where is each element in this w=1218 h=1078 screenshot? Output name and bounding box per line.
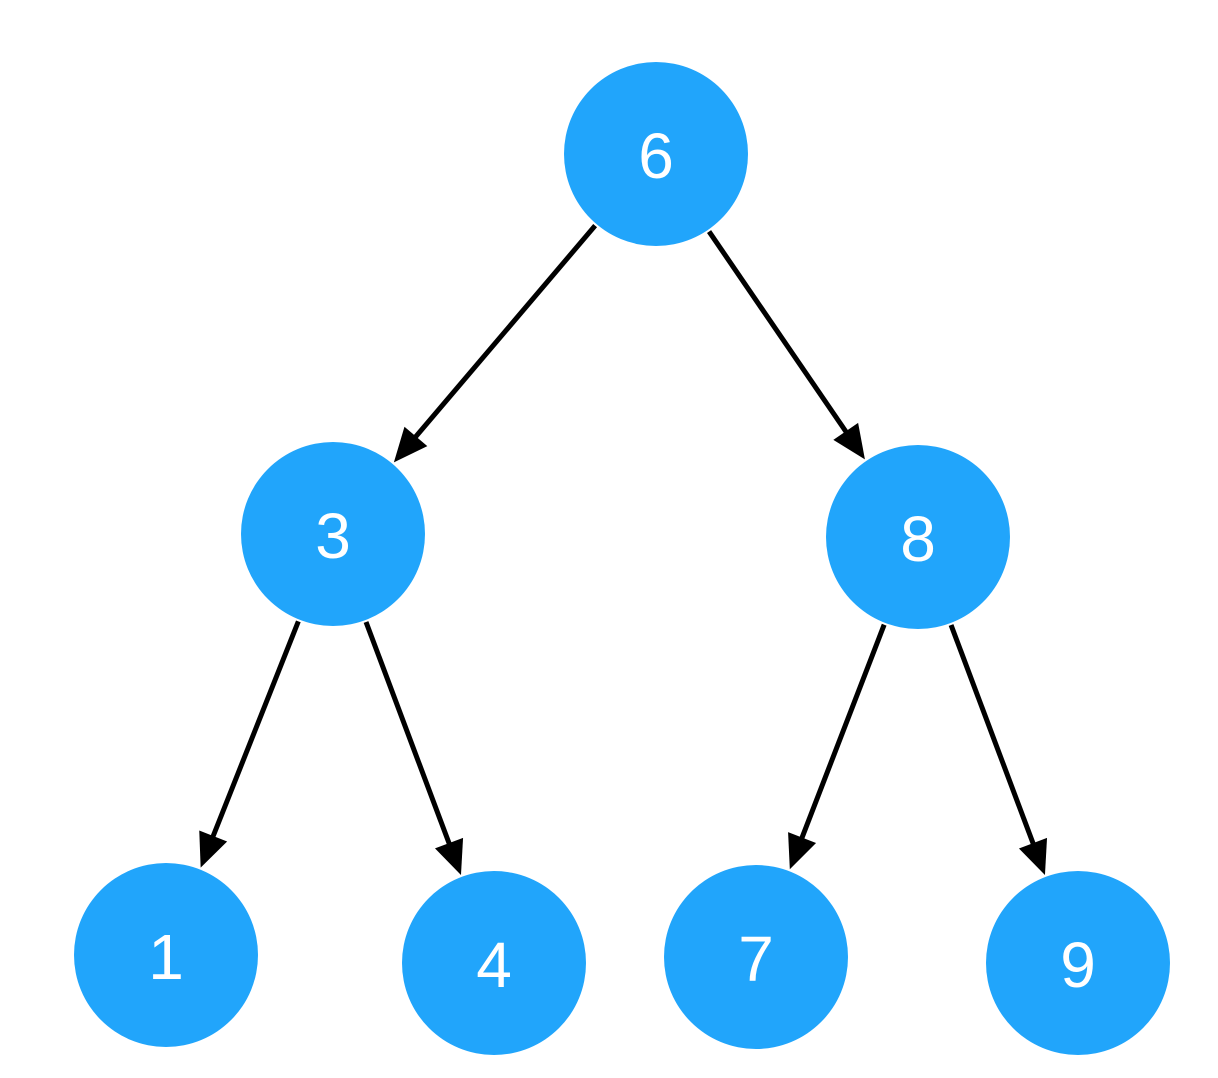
edge-n3-n1 [199, 620, 301, 868]
edge-line [412, 224, 598, 440]
tree-node-7: 7 [664, 865, 848, 1049]
node-label: 8 [900, 503, 936, 575]
arrow-head [393, 426, 428, 463]
node-circle [564, 62, 748, 246]
tree-node-6: 6 [564, 62, 748, 246]
edge-line [210, 620, 301, 839]
edge-n8-n7 [788, 623, 887, 870]
node-circle [664, 865, 848, 1049]
nodes-layer: 6 3 8 1 4 7 9 [74, 62, 1170, 1055]
tree-node-4: 4 [402, 871, 586, 1055]
arrow-head [434, 837, 464, 875]
tree-node-9: 9 [986, 871, 1170, 1055]
edge-line [948, 624, 1037, 846]
edge-line [707, 230, 849, 435]
node-label: 9 [1060, 929, 1096, 1001]
tree-node-8: 8 [826, 445, 1010, 629]
edge-n6-n8 [707, 230, 865, 460]
node-label: 7 [738, 923, 774, 995]
edge-n8-n9 [948, 624, 1048, 876]
arrow-head [1018, 837, 1048, 876]
node-label: 1 [148, 921, 184, 993]
node-label: 3 [315, 500, 351, 572]
edge-n3-n4 [363, 621, 464, 875]
node-circle [241, 442, 425, 626]
arrow-head [833, 422, 865, 460]
node-circle [826, 445, 1010, 629]
edge-line [363, 621, 453, 846]
tree-node-1: 1 [74, 863, 258, 1047]
node-circle [402, 871, 586, 1055]
arrow-head [199, 830, 228, 868]
arrow-head [788, 832, 817, 870]
edge-n6-n3 [393, 224, 598, 463]
node-label: 6 [638, 120, 674, 192]
node-label: 4 [476, 929, 512, 1001]
node-circle [986, 871, 1170, 1055]
edges-layer [199, 224, 1048, 876]
node-circle [74, 863, 258, 1047]
edge-line [799, 623, 887, 841]
tree-node-3: 3 [241, 442, 425, 626]
